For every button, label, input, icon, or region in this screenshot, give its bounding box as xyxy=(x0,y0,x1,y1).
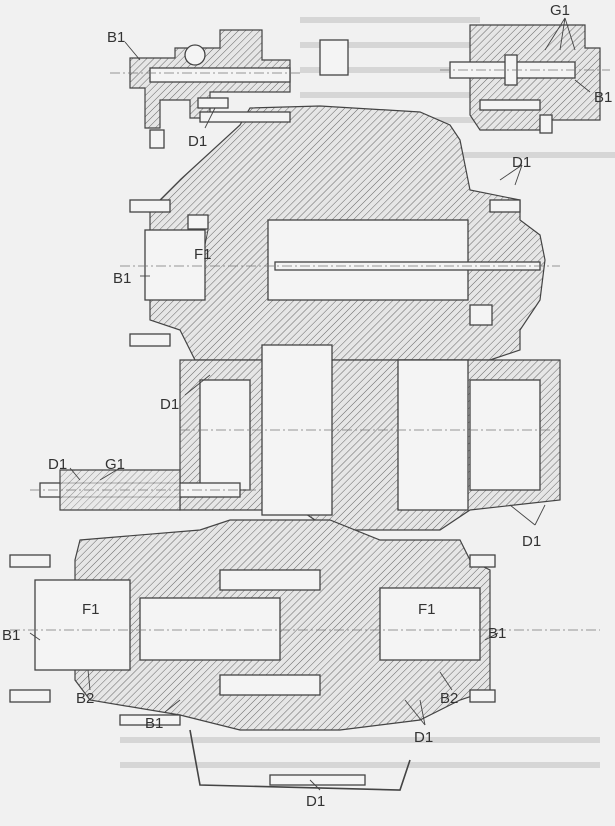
label-b2: B2 xyxy=(76,690,94,707)
label-b1: B1 xyxy=(488,625,506,642)
label-f1: F1 xyxy=(82,601,100,618)
inset-left-valve xyxy=(110,29,300,149)
label-d1: D1 xyxy=(512,154,531,171)
label-f1: F1 xyxy=(194,246,212,263)
label-b1: B1 xyxy=(107,29,125,46)
label-d1: D1 xyxy=(48,456,67,473)
middle-housing xyxy=(30,344,561,531)
inset-right-valve xyxy=(440,24,610,134)
label-d1: D1 xyxy=(306,793,325,810)
label-d1: D1 xyxy=(414,729,433,746)
leader-lines xyxy=(29,17,591,791)
label-d1: D1 xyxy=(188,133,207,150)
upper-housing xyxy=(120,39,560,361)
label-b1: B1 xyxy=(2,627,20,644)
label-g1: G1 xyxy=(105,456,125,473)
lower-housing xyxy=(9,519,600,791)
label-f1: F1 xyxy=(418,601,436,618)
labels: B1 D1 G1 B1 D1 F1 B1 D1 D1 G1 D1 F1 F1 B… xyxy=(2,2,612,810)
label-b2: B2 xyxy=(440,690,458,707)
label-g1: G1 xyxy=(550,2,570,19)
label-b1: B1 xyxy=(145,715,163,732)
label-d1: D1 xyxy=(522,533,541,550)
label-d1: D1 xyxy=(160,396,179,413)
label-b1: B1 xyxy=(113,270,131,287)
label-b1: B1 xyxy=(594,89,612,106)
